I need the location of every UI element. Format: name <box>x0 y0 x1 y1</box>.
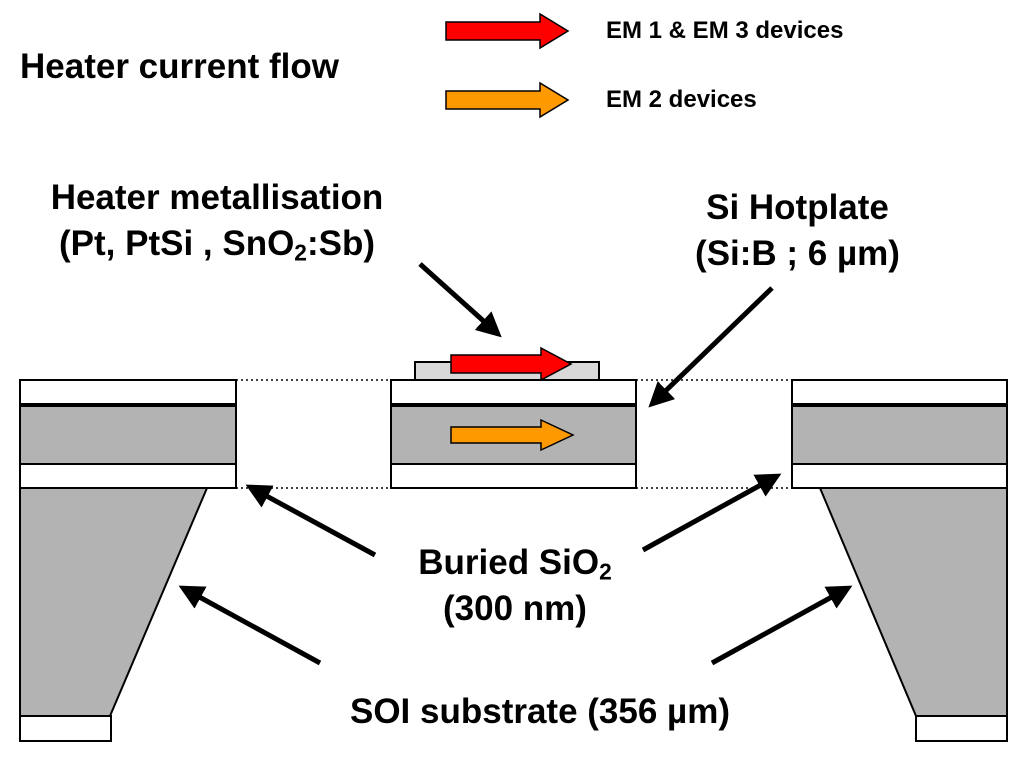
hotplate-bottom-oxide <box>390 463 637 489</box>
left-pillar <box>19 379 237 742</box>
heater-label-line1: Heater metallisation <box>50 178 384 217</box>
hotplate-label-line2: (Si:B ; 6 µm) <box>695 233 900 273</box>
soi-substrate-label: SOI substrate (356 µm) <box>349 692 730 731</box>
arrow-substrate-left <box>178 585 322 666</box>
arrow-buried-left <box>245 484 377 558</box>
heater-metallisation-label: Heater metallisation (Pt, PtSi , SnO2:Sb… <box>0 175 434 266</box>
arrow-substrate-right <box>710 585 853 666</box>
right-device-layer <box>791 404 1008 465</box>
legend-arrow-em1-em3 <box>445 12 570 50</box>
right-top-oxide <box>791 379 1008 406</box>
hotplate-label-line1: Si Hotplate <box>706 188 889 227</box>
left-buried-oxide <box>19 463 237 489</box>
left-top-oxide <box>19 379 237 406</box>
heater-label-line2: (Pt, PtSi , SnO2:Sb) <box>59 223 375 266</box>
si-hotplate-label: Si Hotplate (Si:B ; 6 µm) <box>660 185 935 276</box>
right-buried-oxide <box>791 463 1008 489</box>
legend-label-em1-em3: EM 1 & EM 3 devices <box>606 17 844 44</box>
left-device-layer <box>19 404 237 465</box>
left-substrate <box>19 487 209 717</box>
buried-label-line2: (300 nm) <box>443 588 587 628</box>
legend-arrow-em2 <box>445 81 570 119</box>
arrow-heater-metal <box>418 262 502 338</box>
legend-title: Heater current flow <box>20 47 339 86</box>
buried-label-line1: Buried SiO2 <box>418 543 612 585</box>
left-bottom-oxide <box>19 715 112 742</box>
arrow-hotplate <box>648 286 774 408</box>
current-arrow-metal <box>450 346 573 382</box>
right-substrate <box>818 487 1008 717</box>
right-bottom-oxide <box>915 715 1008 742</box>
legend-label-em2: EM 2 devices <box>606 86 757 113</box>
hotplate-top-oxide <box>390 379 637 406</box>
right-pillar <box>791 379 1008 742</box>
hotplate-membrane <box>390 361 637 489</box>
current-arrow-silicon <box>450 418 575 452</box>
arrow-buried-right <box>641 473 782 553</box>
buried-sio2-label: Buried SiO2 (300 nm) <box>390 540 640 631</box>
